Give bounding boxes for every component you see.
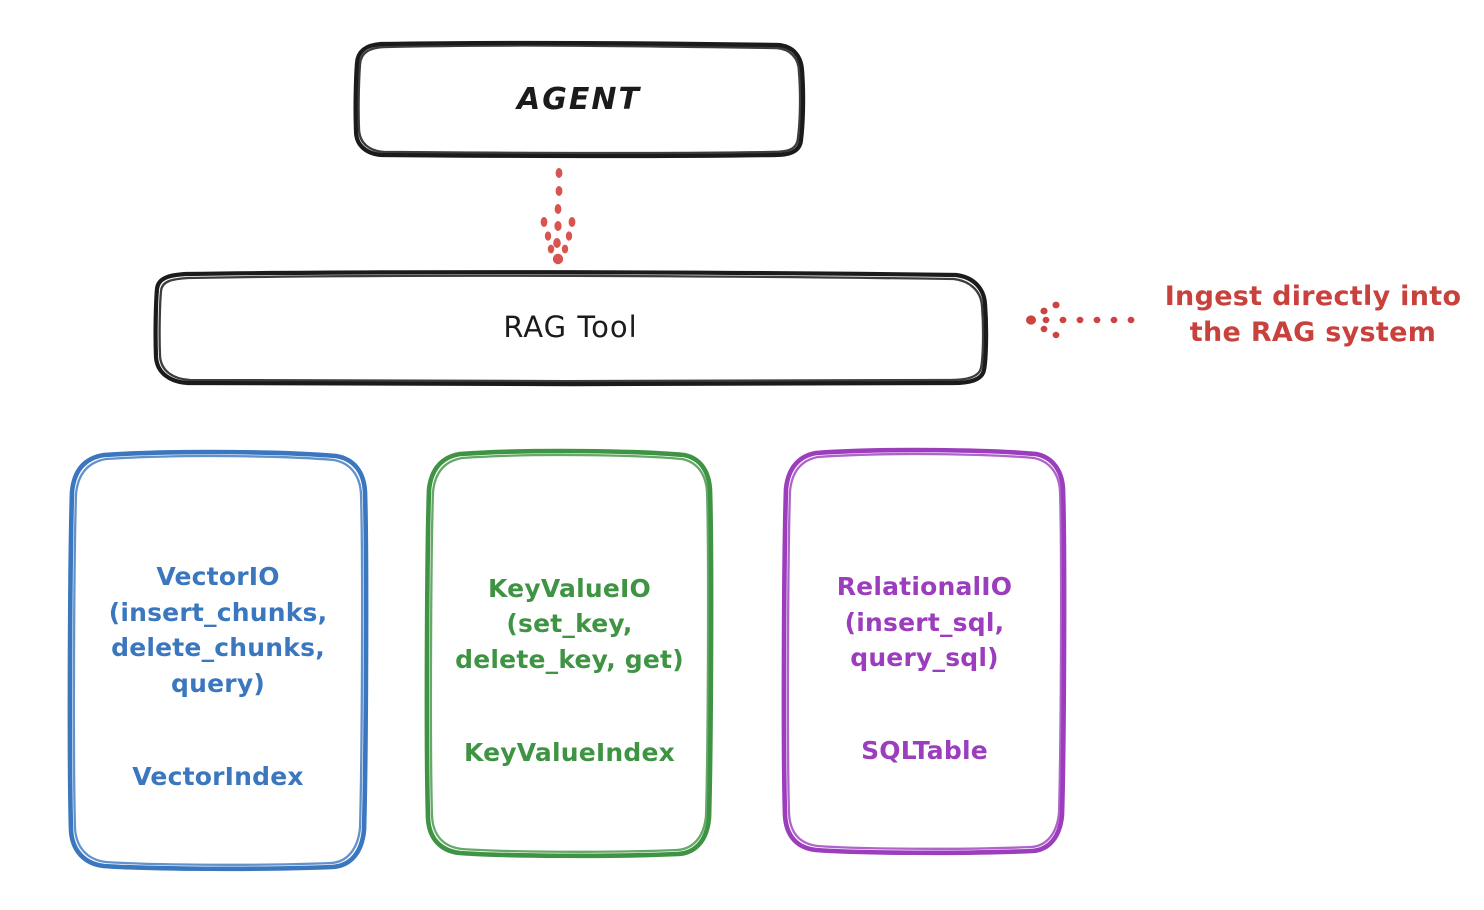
- ingest-annotation-text: Ingest directly into the RAG system: [1164, 281, 1462, 349]
- vector-io-api-label: VectorIO (insert_chunks, delete_chunks, …: [108, 562, 328, 698]
- relational-io-box-outline: [781, 447, 1067, 856]
- node-relational-io-label: RelationalIO (insert_sql, query_sql) SQL…: [837, 534, 1013, 769]
- vector-io-label-spacer: [109, 701, 328, 723]
- node-rag-tool[interactable]: RAG Tool: [156, 272, 985, 383]
- node-rag-tool-label: RAG Tool: [503, 309, 638, 344]
- node-key-value-io[interactable]: KeyValueIO (set_key, delete_key, get) Ke…: [428, 450, 711, 855]
- relational-io-api-label: RelationalIO (insert_sql, query_sql): [836, 572, 1013, 672]
- rag-tool-box-outline: [153, 270, 989, 387]
- key-value-io-box-outline: [424, 448, 714, 859]
- node-vector-io-label: VectorIO (insert_chunks, delete_chunks, …: [109, 524, 328, 795]
- relational-io-label-spacer: [837, 676, 1013, 698]
- node-vector-io[interactable]: VectorIO (insert_chunks, delete_chunks, …: [70, 450, 366, 868]
- agent-box-outline: [353, 40, 806, 159]
- key-value-io-index-label: KeyValueIndex: [463, 737, 676, 767]
- vector-io-box-outline: [67, 449, 369, 872]
- key-value-io-label-spacer: [455, 677, 684, 699]
- vector-io-index-label: VectorIndex: [132, 761, 304, 791]
- node-agent[interactable]: AGENT: [355, 42, 803, 156]
- node-relational-io[interactable]: RelationalIO (insert_sql, query_sql) SQL…: [785, 450, 1064, 852]
- relational-io-index-label: SQLTable: [861, 736, 988, 765]
- agent-to-rag-dotted-arrow: [540, 168, 576, 265]
- node-key-value-io-label: KeyValueIO (set_key, delete_key, get) Ke…: [455, 535, 684, 770]
- key-value-io-api-label: KeyValueIO (set_key, delete_key, get): [455, 573, 684, 674]
- ingest-dotted-arrow: [1026, 301, 1135, 339]
- node-agent-label: AGENT: [517, 81, 641, 117]
